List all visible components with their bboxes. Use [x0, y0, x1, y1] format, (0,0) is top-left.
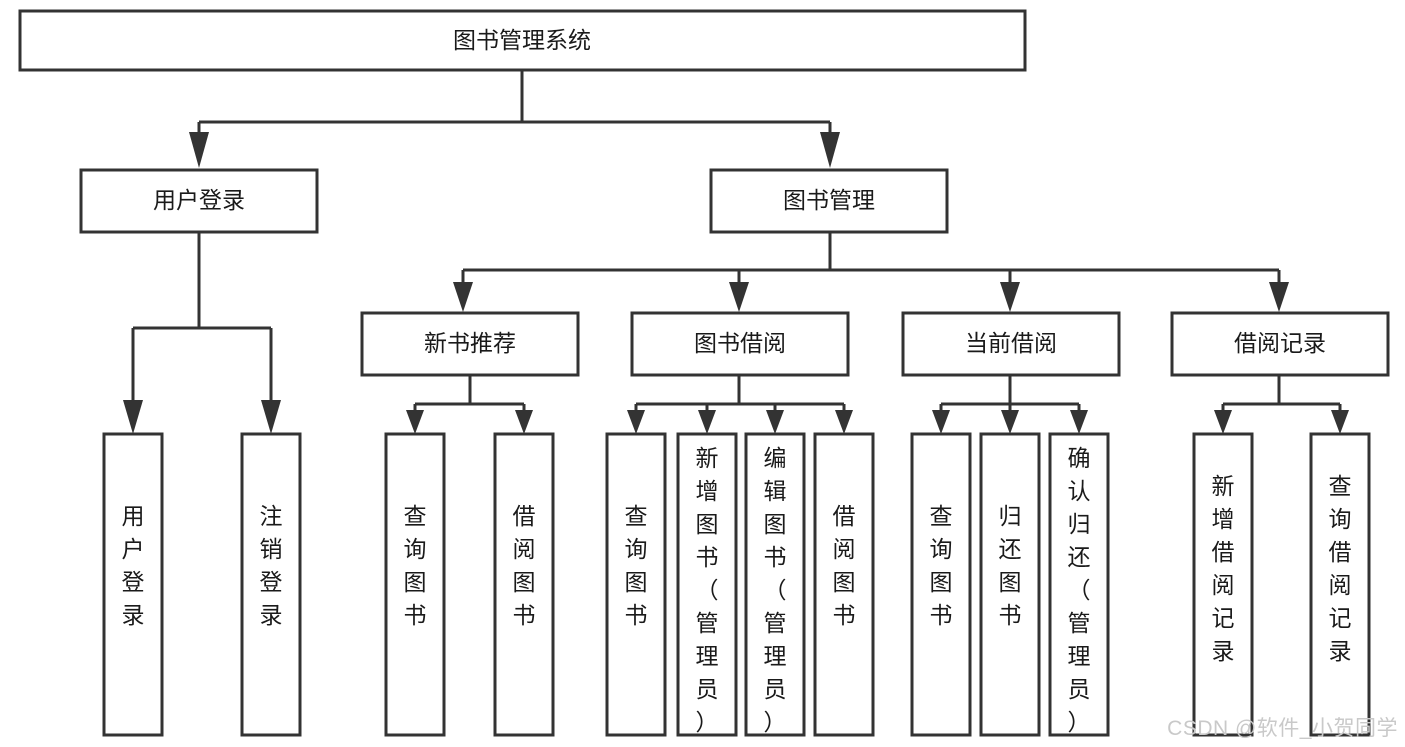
arrow-head-bb-4 — [835, 410, 853, 434]
arrow-head-br-2 — [1331, 410, 1349, 434]
connector-group-root-to-level2 — [189, 70, 840, 168]
connector-group-book-management-to-level3 — [453, 232, 1289, 312]
node-new-book-recommendation-box — [360, 311, 580, 377]
leaf-br-query-record-label: 查询借阅记录 — [1329, 473, 1352, 664]
leaf-br-add-record[interactable]: 新增借阅记录 — [1192, 432, 1254, 737]
arrow-head-new-book — [453, 282, 473, 312]
node-book-management[interactable]: 图书管理 — [709, 168, 949, 234]
root-node-label: 图书管理系统 — [453, 27, 591, 53]
node-current-borrowing-box — [901, 311, 1121, 377]
arrow-head-cb-1 — [932, 410, 950, 434]
arrow-head-nb-2 — [515, 410, 533, 434]
leaf-bb-edit-book-admin-label: 编辑图书（管理员） — [764, 445, 787, 735]
leaf-bb-query-books[interactable]: 查询图书 — [605, 432, 667, 737]
leaf-cb-return-books-label: 归还图书 — [999, 503, 1022, 628]
connector-group-borrowing-records-to-leaves — [1214, 375, 1349, 434]
leaf-bb-add-book-admin-label: 新增图书（管理员） — [696, 445, 719, 735]
leaf-cb-return-books[interactable]: 归还图书 — [979, 432, 1041, 737]
arrow-head-leaf-logout — [261, 400, 281, 434]
leaf-nb-query-books[interactable]: 查询图书 — [384, 432, 446, 737]
leaf-bb-edit-book-admin-box — [744, 432, 806, 737]
node-book-borrowing-box — [630, 311, 850, 377]
node-book-borrowing-label: 图书借阅 — [694, 330, 786, 356]
node-new-book-recommendation[interactable]: 新书推荐 — [360, 311, 580, 377]
leaf-cb-confirm-return-admin-box — [1048, 432, 1110, 737]
arrow-head-book-borrowing — [729, 282, 749, 312]
arrow-head-user-login — [189, 132, 209, 168]
leaf-br-add-record-label: 新增借阅记录 — [1212, 473, 1235, 664]
arrow-head-nb-1 — [406, 410, 424, 434]
leaf-cb-query-books-box — [910, 432, 972, 737]
connector-group-user-login-to-leaves — [123, 232, 281, 434]
leaf-user-login[interactable]: 用户登录 — [102, 432, 164, 737]
arrow-head-bb-1 — [627, 410, 645, 434]
leaf-logout-box — [240, 432, 302, 737]
arrow-head-leaf-user-login — [123, 400, 143, 434]
connector-group-current-borrowing-to-leaves — [932, 375, 1088, 434]
leaf-cb-confirm-return-admin[interactable]: 确认归还（管理员） — [1048, 432, 1110, 737]
node-current-borrowing-label: 当前借阅 — [965, 330, 1057, 356]
node-current-borrowing[interactable]: 当前借阅 — [901, 311, 1121, 377]
leaf-nb-query-books-box — [384, 432, 446, 737]
leaf-bb-borrow-books[interactable]: 借阅图书 — [813, 432, 875, 737]
leaf-nb-query-books-label: 查询图书 — [404, 503, 427, 628]
leaf-br-query-record-box — [1309, 432, 1371, 737]
arrow-head-br-1 — [1214, 410, 1232, 434]
connector-group-new-book-to-leaves — [406, 375, 533, 434]
node-book-management-box — [709, 168, 949, 234]
node-book-borrowing[interactable]: 图书借阅 — [630, 311, 850, 377]
leaf-cb-return-books-box — [979, 432, 1041, 737]
root-node-book-management-system[interactable]: 图书管理系统 — [18, 9, 1027, 72]
connector-group-book-borrowing-to-leaves — [627, 375, 853, 434]
leaf-cb-confirm-return-admin-label: 确认归还（管理员） — [1068, 445, 1091, 735]
leaf-bb-add-book-admin[interactable]: 新增图书（管理员） — [676, 432, 738, 737]
leaf-br-query-record[interactable]: 查询借阅记录 — [1309, 432, 1371, 737]
node-borrowing-records[interactable]: 借阅记录 — [1170, 311, 1390, 377]
arrow-head-bb-2 — [698, 410, 716, 434]
node-borrowing-records-label: 借阅记录 — [1234, 330, 1326, 356]
arrow-head-book-management — [820, 132, 840, 168]
leaf-logout-label: 注销登录 — [260, 503, 283, 628]
leaf-user-login-box — [102, 432, 164, 737]
root-node-box — [18, 9, 1027, 72]
leaf-bb-borrow-books-box — [813, 432, 875, 737]
leaf-logout[interactable]: 注销登录 — [240, 432, 302, 737]
arrow-head-cb-3 — [1070, 410, 1088, 434]
leaf-bb-add-book-admin-box — [676, 432, 738, 737]
node-borrowing-records-box — [1170, 311, 1390, 377]
leaf-nb-borrow-books-label: 借阅图书 — [513, 503, 536, 628]
node-user-login-label: 用户登录 — [153, 187, 245, 213]
node-book-management-label: 图书管理 — [783, 187, 875, 213]
csdn-watermark: CSDN @软件_小贺同学 — [1167, 717, 1398, 740]
arrow-head-cb-2 — [1001, 410, 1019, 434]
leaf-bb-query-books-box — [605, 432, 667, 737]
leaf-cb-query-books[interactable]: 查询图书 — [910, 432, 972, 737]
arrow-head-borrowing-records — [1269, 282, 1289, 312]
leaf-nb-borrow-books-box — [493, 432, 555, 737]
arrow-head-current-borrowing — [1000, 282, 1020, 312]
leaf-nb-borrow-books[interactable]: 借阅图书 — [493, 432, 555, 737]
node-user-login[interactable]: 用户登录 — [79, 168, 319, 234]
leaf-br-add-record-box — [1192, 432, 1254, 737]
arrow-head-bb-3 — [766, 410, 784, 434]
node-user-login-box — [79, 168, 319, 234]
leaf-bb-edit-book-admin[interactable]: 编辑图书（管理员） — [744, 432, 806, 737]
node-new-book-recommendation-label: 新书推荐 — [424, 330, 516, 356]
leaf-user-login-label: 用户登录 — [122, 503, 145, 628]
leaf-bb-query-books-label: 查询图书 — [625, 503, 648, 628]
leaf-bb-borrow-books-label: 借阅图书 — [833, 503, 856, 628]
leaf-cb-query-books-label: 查询图书 — [930, 503, 953, 628]
